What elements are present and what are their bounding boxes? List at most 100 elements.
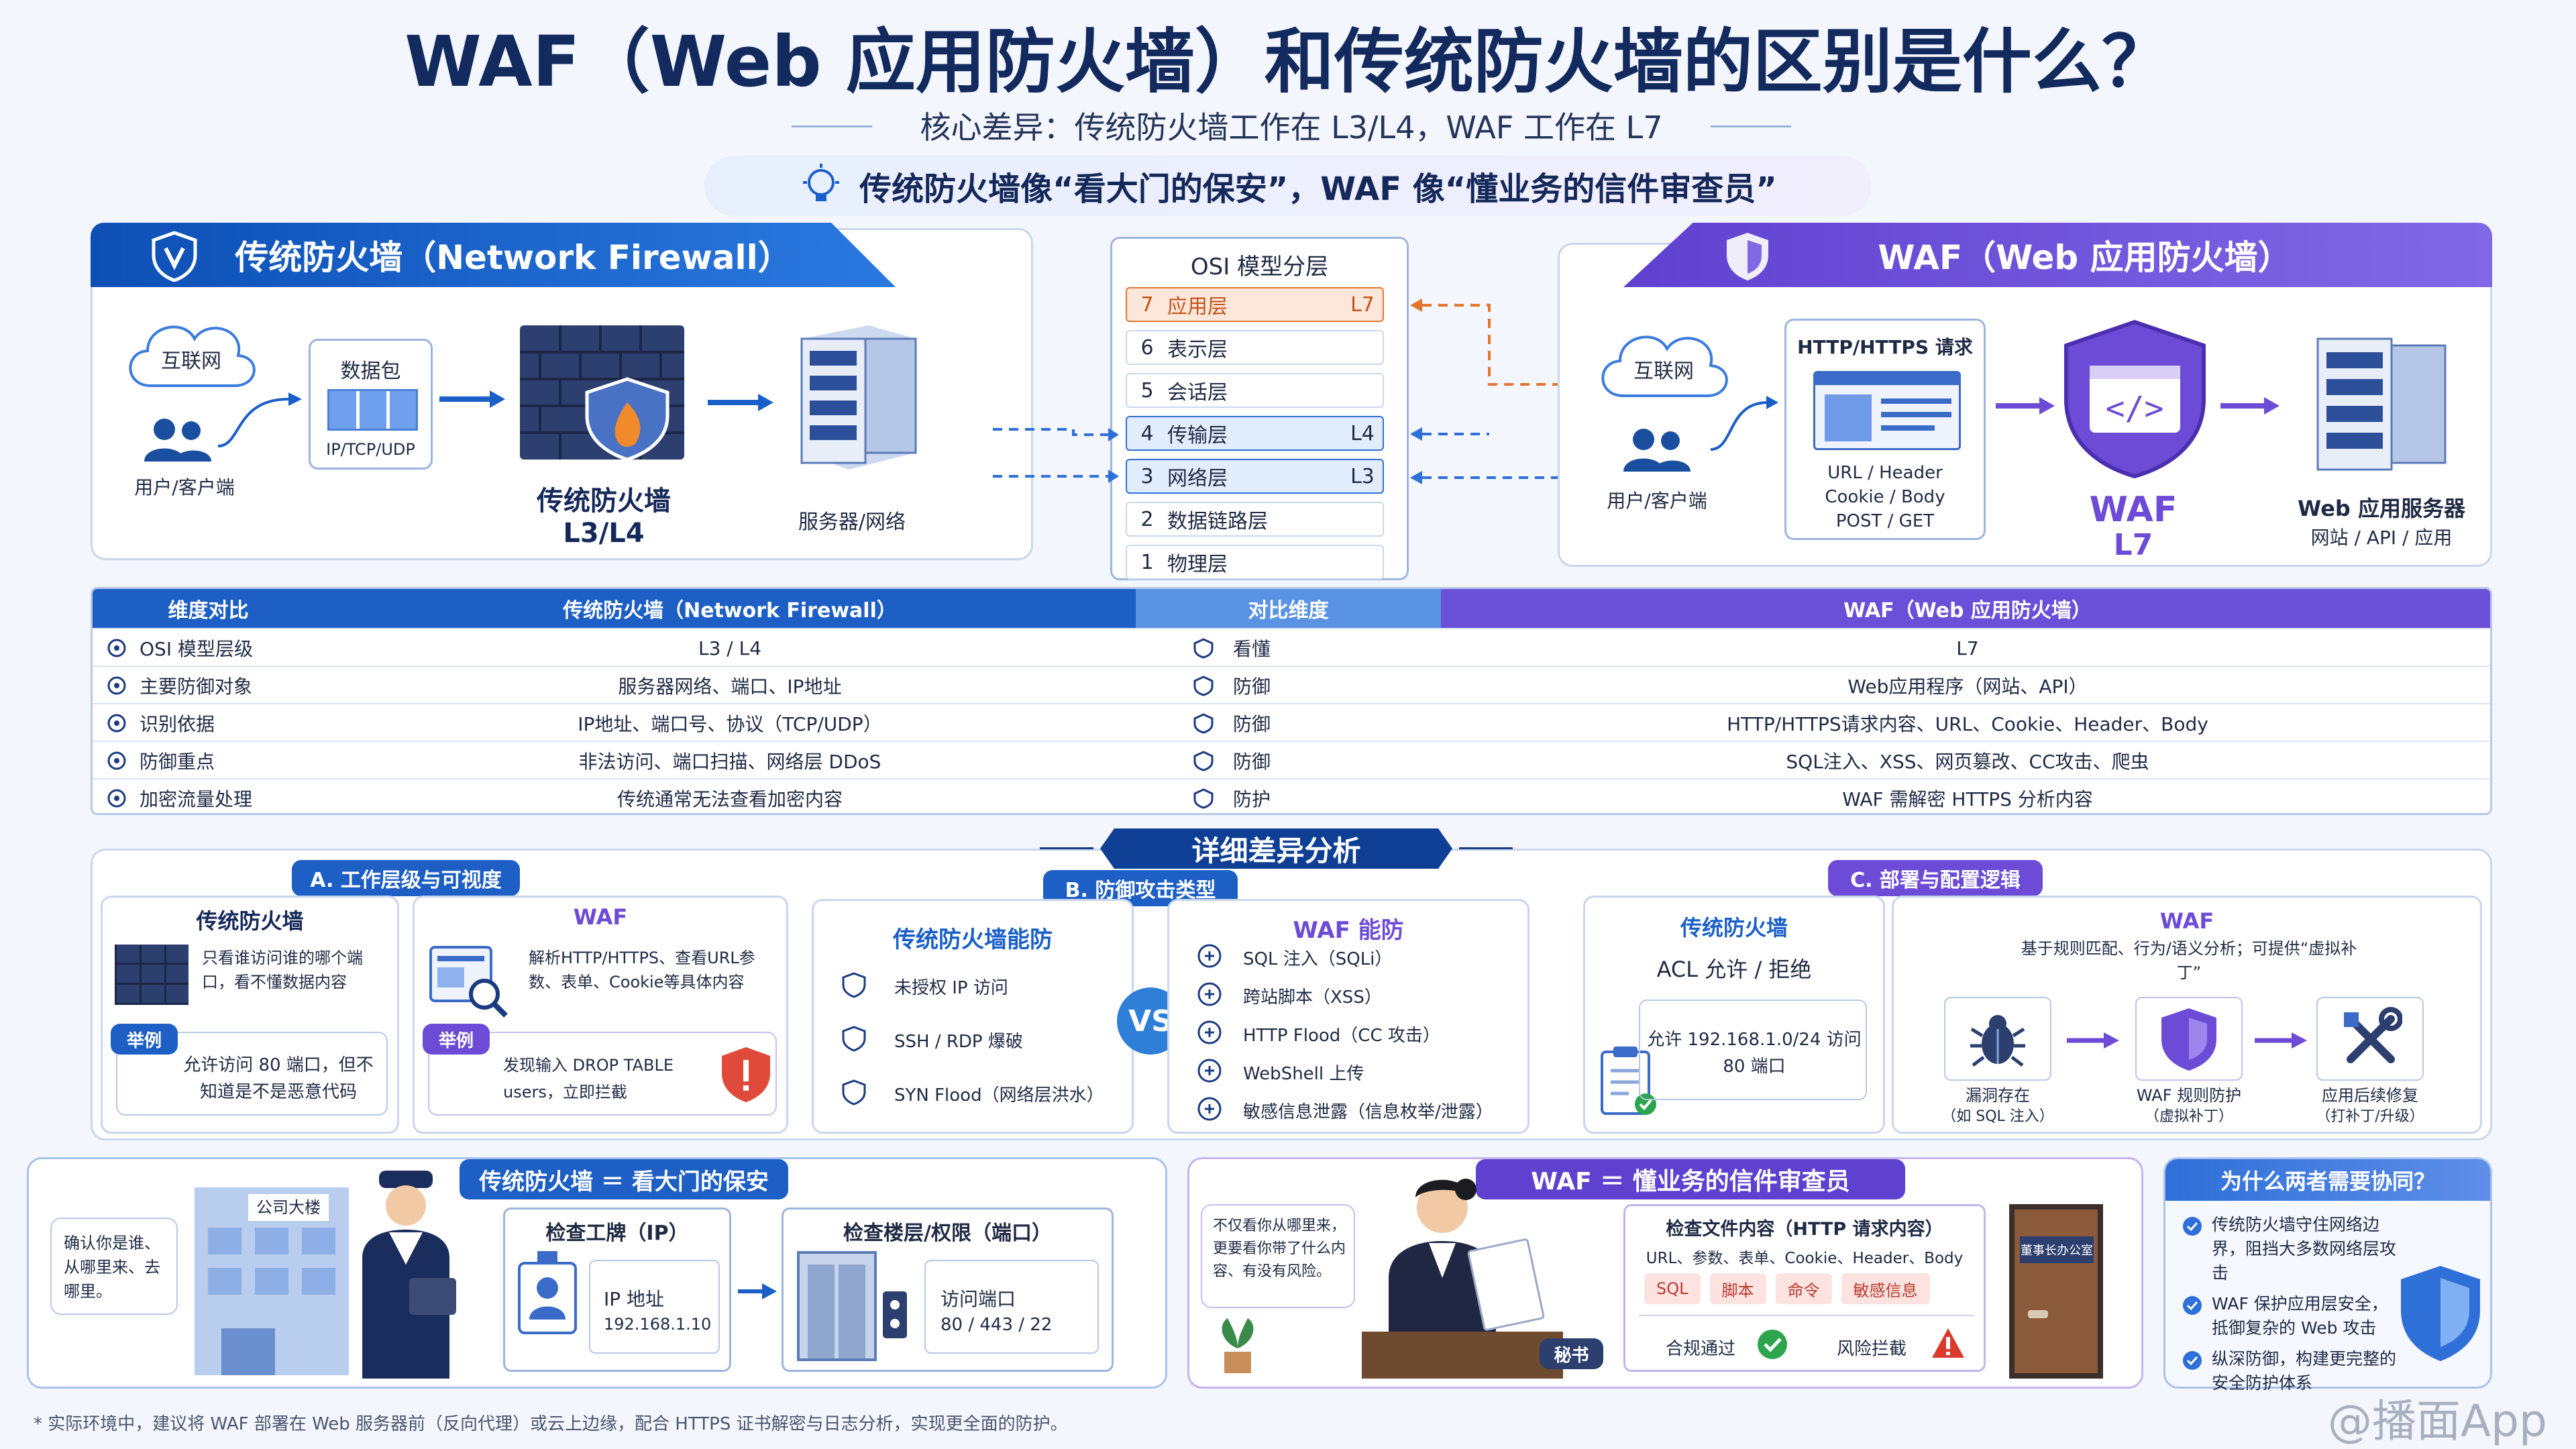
section-c-tag: C. 部署与配置逻辑 xyxy=(1828,860,2043,896)
osi-layer-name: 物理层 xyxy=(1167,553,1228,576)
subtitle-line-right xyxy=(1711,125,1791,127)
table-cell-waf: Web应用程序（网站、API） xyxy=(1847,676,2088,698)
magnifier-doc-icon xyxy=(429,946,510,1022)
inspector-speech-text: 不仅看你从哪里来，更要看你带了什么内容、有没有风险。 xyxy=(1213,1218,1346,1280)
left-user-label: 用户/客户端 xyxy=(134,476,235,498)
analogy-text: 传统防火墙像“看大门的保安”，WAF 像“懂业务的信件审查员” xyxy=(859,170,1777,208)
packet-grid-icon xyxy=(327,389,418,431)
section-b-waf-card: WAF 能防 SQL 注入（SQLi） 跨站脚本（XSS） HTTP Flood（C… xyxy=(1167,899,1529,1134)
table-cell-dimension: OSI 模型层级 xyxy=(140,638,253,660)
step-shield xyxy=(2135,997,2243,1081)
big-shield-icon xyxy=(2397,1263,2484,1366)
check-icon xyxy=(1756,1328,1788,1363)
inspector-divider xyxy=(1639,1315,1974,1316)
footnote: * 实际环境中，建议将 WAF 部署在 Web 服务器前（反向代理）或云上边缘，… xyxy=(34,1414,1068,1434)
waf-layer: L7 xyxy=(2113,527,2153,562)
guard-box-1-value: IP 地址 192.168.1.10 xyxy=(589,1260,720,1354)
table-cell-waf: SQL注入、XSS、网页篡改、CC攻击、爬虫 xyxy=(1786,751,2149,773)
osi-layer-tag: L3 xyxy=(1350,464,1375,488)
why-title: 为什么两者需要协同？ xyxy=(2165,1159,2490,1201)
server-rack-icon xyxy=(788,319,922,476)
right-server-title: Web 应用服务器 xyxy=(2298,496,2465,521)
firewall-brick-icon xyxy=(517,322,688,473)
osi-layer-num: 1 xyxy=(1140,550,1154,574)
guard-speech-text: 确认你是谁、从哪里来、去哪里。 xyxy=(64,1234,160,1301)
section-c-waf-title: WAF xyxy=(2159,908,2214,934)
code-icon xyxy=(1196,981,1230,1014)
step-2-sub: （虚拟补丁） xyxy=(2144,1108,2233,1125)
packet-title: 数据包 xyxy=(340,360,401,383)
left-internet-label: 互联网 xyxy=(161,350,221,373)
content-chip: 命令 xyxy=(1775,1273,1832,1304)
waf-defense-item: 跨站脚本（XSS） xyxy=(1196,981,1532,1014)
right-users-icon xyxy=(1620,426,1694,476)
waf-defense-item: SQL 注入（SQLi） xyxy=(1196,943,1532,976)
osi-connectors-right xyxy=(1410,299,1568,484)
request-line-3: POST / GET xyxy=(1835,511,1935,531)
fw-name: 传统防火墙 xyxy=(537,486,671,517)
lock-icon xyxy=(1193,780,1220,813)
arrow-fw-to-server xyxy=(708,394,773,411)
section-a-fw-desc: 只看谁访问谁的哪个端口，看不懂数据内容 xyxy=(202,949,363,991)
table-cell-firewall: 服务器网络、端口、IP地址 xyxy=(618,676,842,698)
network-icon xyxy=(106,667,133,704)
waf-name: WAF xyxy=(2089,490,2178,530)
check-circle-icon xyxy=(2182,1350,2202,1377)
section-a-waf-title: WAF xyxy=(573,904,628,930)
content-chip: 敏感信息 xyxy=(1841,1273,1930,1304)
waf-defense-label: WebShell 上传 xyxy=(1243,1064,1364,1084)
fw-defense-label: 未授权 IP 访问 xyxy=(894,978,1008,998)
why-item: WAF 保护应用层安全，抵御复杂的 Web 攻击 xyxy=(2182,1292,2397,1340)
th-firewall: 传统防火墙（Network Firewall） xyxy=(324,589,1136,628)
osi-layer-tag: L7 xyxy=(1350,292,1375,317)
waf-defense-item: WebShell 上传 xyxy=(1196,1057,1532,1091)
step-1-sub: （如 SQL 注入） xyxy=(1941,1108,2054,1125)
inspector-title: WAF ＝ 懂业务的信件审查员 xyxy=(1476,1159,1905,1199)
waf-defense-item: HTTP Flood（CC 攻击） xyxy=(1196,1019,1532,1053)
shield-icon xyxy=(1193,742,1220,780)
guard-box-2-title: 检查楼层/权限（端口） xyxy=(843,1222,1052,1245)
block-label: 风险拦截 xyxy=(1837,1339,1907,1359)
sql-icon xyxy=(1196,943,1230,976)
warning-shield-icon xyxy=(719,1045,773,1107)
section-a-waf-card: WAF 解析HTTP/HTTPS、查看URL参数、表单、Cookie等具体内容 … xyxy=(413,896,788,1134)
elevator-icon xyxy=(797,1251,911,1364)
check-circle-icon xyxy=(2182,1295,2202,1322)
guard-box-2: 检查楼层/权限（端口） 访问端口 80 / 443 / 22 xyxy=(782,1208,1114,1372)
right-panel-title-bar: WAF（Web 应用防火墙） xyxy=(1623,223,2492,287)
section-a-fw-eg-tag: 举例 xyxy=(111,1024,178,1055)
subtitle-line-left xyxy=(792,125,872,127)
guard-box-1-l1: IP 地址 xyxy=(604,1288,665,1310)
section-a-tag: A. 工作层级与可视度 xyxy=(292,860,520,896)
guard-box-2-l2: 80 / 443 / 22 xyxy=(941,1315,1053,1335)
arrow-step-1 xyxy=(2067,1032,2119,1049)
section-a-waf-example: 举例 发现输入 DROP TABLE users，立即拦截 xyxy=(423,1024,777,1116)
step-tools xyxy=(2316,997,2424,1081)
inspector-speech: 不仅看你从哪里来，更要看你带了什么内容、有没有风险。 xyxy=(1201,1204,1355,1308)
guard-box-2-value: 访问端口 80 / 443 / 22 xyxy=(924,1260,1099,1354)
arrow-guard-boxes xyxy=(738,1283,777,1299)
section-c-fw-rule: ACL 允许 / 拒绝 xyxy=(1656,957,1812,982)
why-item-text: 传统防火墙守住网络边界，阻挡大多数网络层攻击 xyxy=(2212,1215,2397,1283)
arrow-user-to-packet xyxy=(217,392,302,447)
osi-layer-1: 1 物理层 xyxy=(1126,545,1384,580)
table-cell-compare: 防御 xyxy=(1233,676,1271,698)
th-compare: 对比维度 xyxy=(1136,589,1441,628)
osi-connectors-left xyxy=(993,428,1119,483)
osi-layer-num: 3 xyxy=(1140,464,1154,488)
right-server-sub: 网站 / API / 应用 xyxy=(2310,527,2453,549)
section-b-fw-title: 传统防火墙能防 xyxy=(893,926,1053,953)
analogy-banner: 传统防火墙像“看大门的保安”，WAF 像“懂业务的信件审查员” xyxy=(704,156,1872,216)
request-title: HTTP/HTTPS 请求 xyxy=(1797,336,1973,358)
office-door: 董事长办公室 xyxy=(2009,1204,2103,1379)
section-b-waf-title: WAF 能防 xyxy=(1293,917,1404,944)
shield-icon xyxy=(1724,231,1771,282)
guard-speech: 确认你是谁、从哪里来、去哪里。 xyxy=(50,1218,178,1315)
web-server-icon xyxy=(2308,322,2455,482)
